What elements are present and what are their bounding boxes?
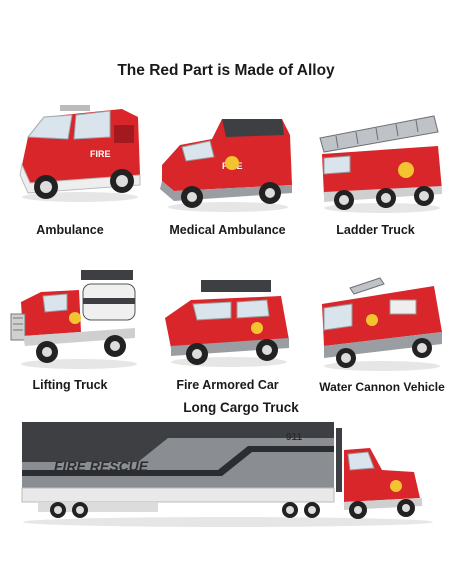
- label-medical-ambulance: Medical Ambulance: [169, 223, 286, 237]
- label-ladder-truck: Ladder Truck: [336, 223, 415, 237]
- water-cannon-icon: [322, 277, 442, 371]
- armored-car-icon: [165, 280, 289, 367]
- vehicle-medical-ambulance: FIRE: [152, 105, 302, 215]
- long-cargo-truck-icon: FIRE RESCUE 911: [21, 422, 433, 527]
- label-fire-armored-car: Fire Armored Car: [176, 378, 279, 392]
- ladder-truck-icon: [319, 115, 442, 213]
- page-title: The Red Part is Made of Alloy: [117, 62, 335, 79]
- lifting-truck-icon: [10, 270, 137, 369]
- trailer-text: FIRE RESCUE: [54, 458, 149, 474]
- vehicle-ladder-truck: [305, 110, 452, 215]
- vehicle-water-cannon: [305, 268, 452, 373]
- vehicle-lifting-truck: [2, 262, 152, 372]
- label-water-cannon-vehicle: Water Cannon Vehicle: [319, 380, 445, 394]
- svg-text:FIRE: FIRE: [90, 149, 111, 159]
- vehicle-ambulance: FIRE: [5, 95, 155, 205]
- medical-ambulance-icon: FIRE: [160, 119, 292, 212]
- label-ambulance: Ambulance: [36, 223, 104, 237]
- vehicle-armored-car: [152, 270, 302, 370]
- trailer-number: 911: [286, 432, 303, 443]
- ambulance-van-icon: FIRE: [19, 105, 141, 202]
- vehicle-long-cargo-truck: FIRE RESCUE 911: [18, 418, 438, 528]
- label-long-cargo-truck: Long Cargo Truck: [183, 400, 299, 415]
- label-lifting-truck: Lifting Truck: [32, 378, 108, 392]
